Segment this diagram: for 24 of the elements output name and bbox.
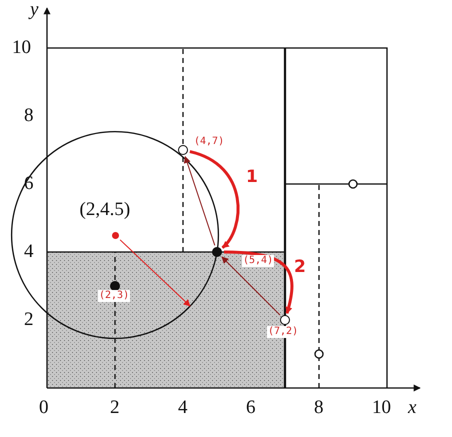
tick-label: 10 (372, 398, 391, 418)
curved-arrow (224, 250, 294, 314)
tick-label: 6 (246, 398, 256, 418)
point-label: (5,4) (242, 255, 274, 267)
tick-label: 4 (24, 242, 34, 262)
axis-label: y (30, 0, 38, 20)
tick-label: 8 (314, 398, 324, 418)
tick-label: 4 (178, 398, 188, 418)
point-label: (2,4.5) (80, 200, 130, 220)
point-label: (7,2) (267, 326, 300, 338)
edge-label: 1 (246, 168, 258, 186)
arrow (221, 256, 281, 316)
axis-label: x (408, 398, 416, 418)
tick-label: 2 (24, 310, 34, 330)
tick-label: 2 (110, 398, 120, 418)
tick-label: 0 (39, 398, 48, 418)
point-label: (2,3) (98, 290, 130, 302)
curved-arrow (189, 150, 240, 249)
edge-label: 2 (294, 258, 306, 276)
point-label: (4,7) (193, 136, 226, 148)
tick-label: 8 (24, 106, 34, 126)
tick-label: 10 (12, 38, 31, 58)
arrow (184, 156, 216, 246)
arrow (120, 239, 190, 306)
